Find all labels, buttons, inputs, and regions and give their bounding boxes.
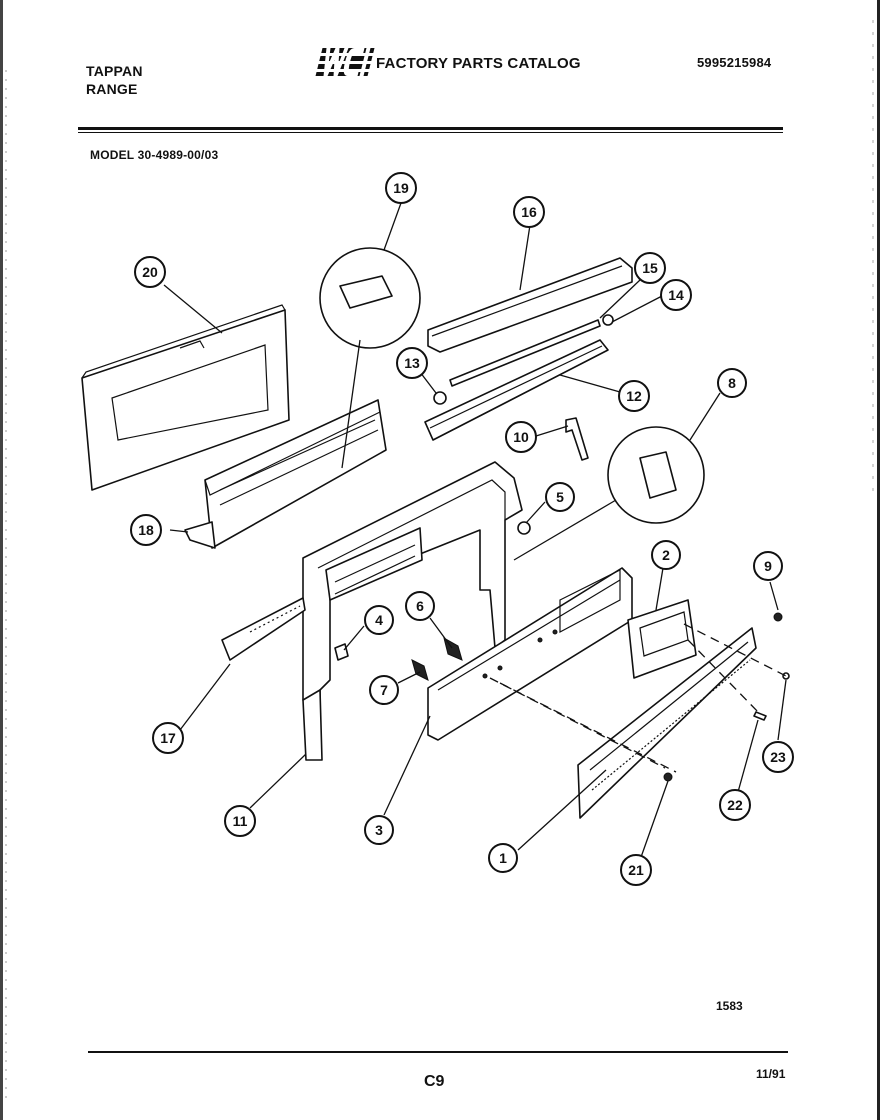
callout-11: 11	[224, 805, 256, 837]
callout-3: 3	[364, 815, 394, 845]
svg-text:7: 7	[380, 682, 388, 698]
callout-16: 16	[513, 196, 545, 228]
svg-text:21: 21	[628, 862, 644, 878]
callout-6: 6	[405, 591, 435, 621]
callout-10: 10	[505, 421, 537, 453]
svg-text:16: 16	[521, 204, 537, 220]
leader-lines	[163, 224, 787, 861]
callout-19: 19	[385, 172, 417, 204]
part-11-control-panel	[302, 461, 523, 761]
part-16-upper-trim	[427, 257, 633, 353]
scan-edge-left	[0, 0, 7, 1120]
figure-number: 1583	[716, 999, 743, 1013]
svg-text:15: 15	[642, 260, 658, 276]
part-2-clock-assembly	[627, 599, 697, 679]
svg-text:2: 2	[662, 547, 670, 563]
wci-logo	[315, 48, 375, 76]
part-number: 5995215984	[697, 55, 772, 70]
svg-text:14: 14	[668, 287, 684, 303]
part-18-trim-channel	[184, 399, 387, 549]
callout-22: 22	[719, 789, 751, 821]
callout-1: 1	[488, 843, 518, 873]
callout-21: 21	[620, 854, 652, 886]
header-rule	[78, 127, 783, 130]
svg-text:18: 18	[138, 522, 154, 538]
brand-line-2: RANGE	[86, 81, 138, 97]
svg-text:3: 3	[375, 822, 383, 838]
callout-2: 2	[651, 540, 681, 570]
callout-17: 17	[152, 722, 184, 754]
model-number: MODEL 30-4989-00/03	[90, 148, 219, 162]
callout-13: 13	[396, 347, 428, 379]
part-10-bracket	[565, 417, 589, 461]
svg-text:1: 1	[499, 850, 507, 866]
part-14-clip	[602, 314, 614, 326]
svg-text:23: 23	[770, 749, 786, 765]
part-22-screw	[753, 711, 767, 721]
brand-line-1: TAPPAN	[86, 63, 143, 79]
part-17-side-trim	[221, 597, 306, 661]
svg-text:9: 9	[764, 558, 772, 574]
part-12-rail	[424, 339, 609, 441]
svg-text:5: 5	[556, 489, 564, 505]
svg-text:17: 17	[160, 730, 176, 746]
catalog-title: FACTORY PARTS CATALOG	[376, 55, 581, 72]
svg-text:19: 19	[393, 180, 409, 196]
part-21-nut	[663, 772, 673, 782]
callout-14: 14	[660, 279, 692, 311]
part-20-panel	[81, 304, 290, 491]
detail-bubble-8	[513, 426, 705, 561]
catalog-date: 11/91	[756, 1067, 786, 1081]
detail-bubble-19	[319, 247, 421, 469]
svg-text:22: 22	[727, 797, 743, 813]
part-13-clip	[433, 391, 447, 405]
footer-rule	[88, 1051, 788, 1053]
svg-text:13: 13	[404, 355, 420, 371]
callout-12: 12	[618, 380, 650, 412]
svg-text:20: 20	[142, 264, 158, 280]
callout-15: 15	[634, 252, 666, 284]
svg-text:8: 8	[728, 375, 736, 391]
callout-18: 18	[130, 514, 162, 546]
part-23-screw	[782, 672, 790, 680]
callout-20: 20	[134, 256, 166, 288]
part-1-trim-strip	[577, 627, 757, 819]
callout-8: 8	[717, 368, 747, 398]
brand-block: TAPPAN RANGE	[86, 62, 143, 98]
svg-text:11: 11	[233, 813, 248, 829]
callout-9: 9	[753, 551, 783, 581]
part-9-nut	[773, 612, 783, 622]
part-7-knob	[411, 659, 429, 681]
scan-edge-right	[872, 0, 880, 1120]
part-15-rod	[449, 319, 601, 387]
part-4-screw	[334, 643, 349, 661]
svg-text:10: 10	[513, 429, 529, 445]
svg-text:6: 6	[416, 598, 424, 614]
svg-text:4: 4	[375, 612, 383, 628]
callout-5: 5	[545, 482, 575, 512]
svg-text:12: 12	[626, 388, 642, 404]
callout-7: 7	[369, 675, 399, 705]
callout-23: 23	[762, 741, 794, 773]
header-rule-thin	[78, 132, 783, 133]
page-number: C9	[424, 1073, 445, 1090]
callout-4: 4	[364, 605, 394, 635]
part-5-clip	[517, 521, 531, 535]
